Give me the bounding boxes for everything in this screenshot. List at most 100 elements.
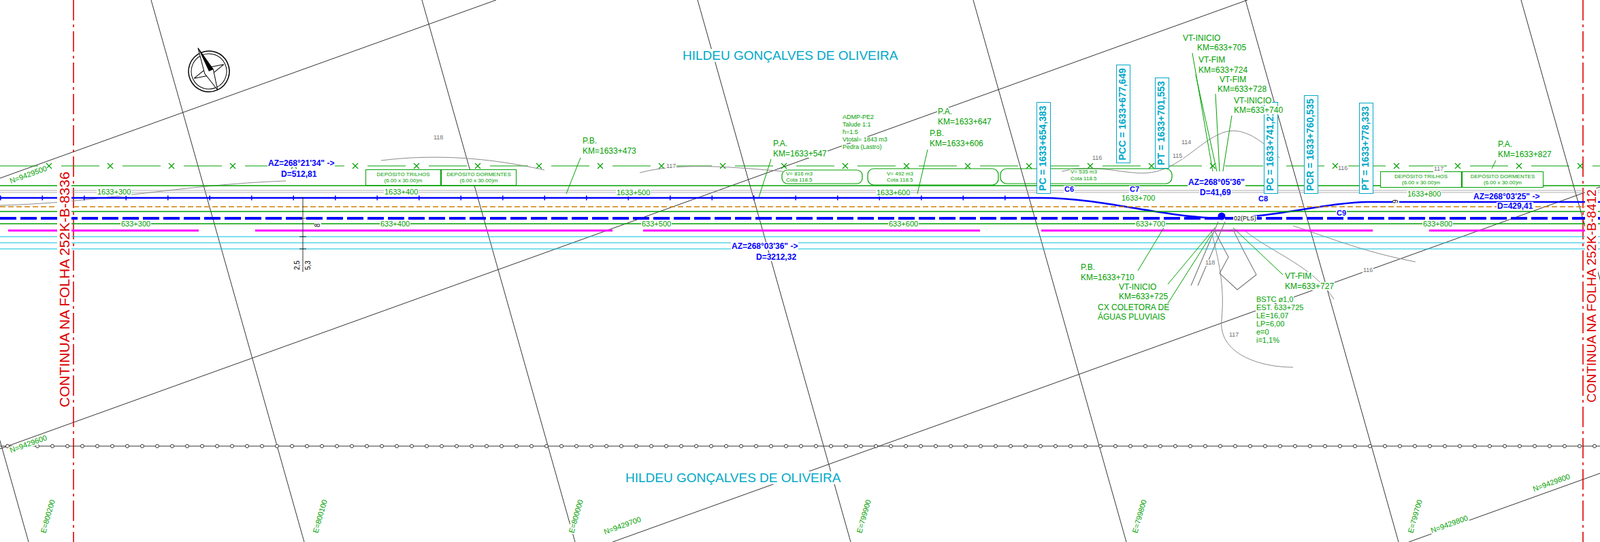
station-text: PT = 1633+701,553 [1156,80,1167,166]
station-tag: PT = 1633+778,333 [1359,102,1374,194]
km-callout: KM=633+705 [1196,43,1247,52]
stockpile-note: ADMP-PE2 [841,114,875,121]
stockpile-note: h=1.5 [841,129,859,136]
station-text: PT = 1633+778,333 [1360,106,1371,191]
box-text: DEPÓSITO DORMENTES [1465,173,1541,180]
km-callout: KM=633+724 [1197,66,1249,75]
azimuth-label: AZ=268°03'36" -> [730,242,799,251]
km-mark: 633+500 [641,220,672,228]
box-text: DEPÓSITO TRILHOS [368,171,438,178]
km-mark: 1633+500 [615,189,651,197]
km-callout: P.A. [937,107,953,116]
grid-coordinate: E=800100 [311,498,329,535]
box-text: DEPÓSITO DORMENTES [444,171,514,178]
culvert-note: e=0 [1255,328,1270,337]
contour-elevation: 118 [1204,259,1216,267]
owner-name: HILDEU GONÇALVES DE OLIVEIRA [624,471,842,485]
km-callout: KM=633+727 [1284,282,1335,291]
volume-note: V= 816 m3 [785,171,814,177]
km-mark: 633+800 [1422,220,1453,228]
culvert-note: i=1,1% [1255,336,1281,345]
culvert-note: LE=16,07 [1255,312,1289,320]
km-callout: KM=1633+647 [937,117,993,126]
dimension-value: 5,3 [304,259,312,271]
station-tag: PCC = 1633+677,649 [1116,64,1131,164]
culvert-note: EST. 633+725 [1255,304,1304,312]
station-tag: PCR = 1633+760,535 [1303,95,1319,194]
storage-box: DEPÓSITO TRILHOS(6.00 x 30.00)m [1380,171,1462,188]
station-tag: PT = 1633+701,553 [1154,77,1170,169]
stockpile-note: Talude 1:1 [841,121,872,128]
contour-elevation: 115 [1171,153,1183,160]
km-mark: 633+700 [1135,220,1166,228]
contour-elevation: 116 [1337,165,1349,172]
dimension-value: 2,5 [294,259,301,271]
stockpile-outline [781,168,1172,186]
contour-elevation: 114 [1180,139,1192,146]
contour-elevation: 118 [432,134,444,141]
azimuth-label: D=3212,32 [755,253,797,262]
box-text: (6.00 x 30.00)m [368,177,438,184]
km-callout: P.B. [928,129,945,138]
volume-note: V= 492 m3 [886,171,914,177]
box-text: (6.00 x 30.00)m [444,177,514,184]
grid-coordinate: E=799700 [1406,498,1424,535]
km-mark: 1633+800 [1406,190,1442,199]
sheet-continuation: CONTINUA NA FOLHA 252K-B-8412 [1585,188,1598,404]
volume-note: Cota 118.5 [785,177,814,184]
sheet-continuation: CONTINUA NA FOLHA 252K-B-8336 [57,170,72,409]
station-text: PCC = 1633+677,649 [1117,68,1128,160]
station-text: PC = 1633+741,212 [1265,105,1276,191]
dimension-value: 8 [314,222,322,228]
station-tag: PC = 1633+741,212 [1263,102,1279,194]
point-id: 02(PLS) [1233,215,1257,222]
stockpile-note: Vtotal= 1843 m3 [841,136,889,143]
km-callout: VT-INICIO [1233,96,1272,105]
km-callout: VT-INICIO [1118,283,1157,292]
volume-note: V= 535 m3 [1069,169,1098,175]
grid-coordinate: N=9429800 [1429,514,1470,536]
box-text: (6.00 x 30.00)m [1465,179,1541,186]
box-text: (6.00 x 30.00)m [1383,179,1459,186]
azimuth-label: AZ=268°03'25" -> [1472,192,1541,201]
station-text: PCR = 1633+760,535 [1305,98,1316,191]
km-callout: KM=633+740 [1233,106,1284,115]
azimuth-label: AZ=268°21'34" -> [267,159,335,168]
grid-coordinate: N=9429500 [8,164,49,186]
km-callout: KM=1633+473 [581,147,638,156]
km-mark: 1633+400 [383,188,419,197]
storage-box: DEPÓSITO DORMENTES(6.00 x 30.00)m [1461,171,1544,188]
km-callout: VT-FIM [1218,75,1247,84]
track-lines [0,185,1600,250]
contour-elevation: 117 [665,163,677,170]
azimuth-label: D=41,69 [1199,188,1232,197]
contour-elevation: 117 [1433,166,1445,173]
km-mark: 633+400 [379,220,411,228]
station-text: PC = 1633+654,383 [1037,105,1049,191]
station-tag: PC = 1633+654,383 [1036,102,1051,194]
culvert-note: LP=6,00 [1255,320,1285,329]
property-line [0,443,1600,450]
box-text: DEPÓSITO TRILHOS [1383,173,1459,180]
km-callout: P.A. [1497,140,1513,149]
grid-coordinate: N=9429600 [8,434,49,456]
grid-coordinate: E=800000 [567,498,585,535]
grid-coordinate: N=9429800 [1531,472,1572,495]
storage-box: DEPÓSITO DORMENTES(6.00 x 30.00)m [441,169,517,186]
azimuth-label: D=429,41 [1496,202,1534,211]
km-callout: KM=1633+710 [1080,273,1136,282]
contour-elevation: 116 [1362,267,1374,274]
grid-coordinate: E=799900 [855,498,873,535]
curve-id: C7 [1129,185,1140,194]
grid-coordinate: E=799800 [1131,498,1149,535]
owner-name: HILDEU GONÇALVES DE OLIVEIRA [681,49,899,62]
km-mark: 1633+600 [875,189,911,197]
km-mark: 633+300 [120,220,152,228]
match-line [73,0,1583,542]
km-callout: CX COLETORA DE [1097,303,1170,312]
km-mark: 1633+700 [1120,194,1156,203]
contour-elevation: 117 [1228,332,1240,339]
